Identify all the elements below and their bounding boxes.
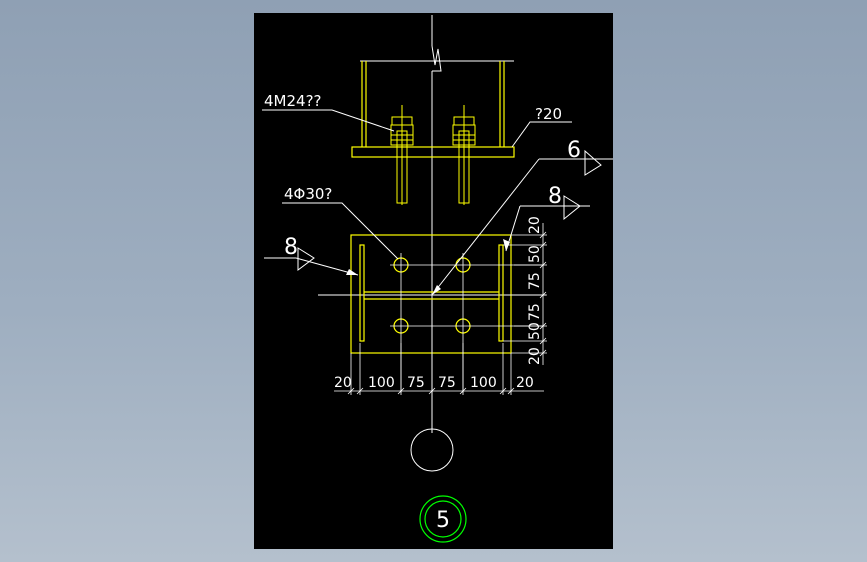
- dims-horizontal-lines: [334, 343, 544, 395]
- dim-v-1: 20: [527, 216, 543, 234]
- column-elevation: [351, 61, 515, 158]
- dim-h-3: 75: [407, 375, 425, 391]
- detail-callout-outer: [419, 495, 467, 543]
- anchor-bolt-left: [390, 105, 414, 205]
- plate-thickness-label: ?20: [535, 105, 562, 123]
- bolt-spec-label: 4M24??: [264, 92, 322, 110]
- base-plate-plan: [350, 234, 512, 354]
- weld-size-left: 8: [284, 235, 298, 260]
- dim-v-5: 50: [527, 322, 543, 340]
- weld-arrows: [346, 239, 510, 295]
- detail-number: 5: [436, 508, 450, 533]
- weld-leaders: [264, 149, 613, 296]
- dim-h-6: 20: [516, 375, 534, 391]
- dim-v-6: 20: [527, 347, 543, 365]
- drawing-sheet: 4M24?? ?20: [254, 13, 613, 549]
- hole-centerlines: [390, 253, 544, 393]
- dims-vertical-lines: [503, 223, 547, 365]
- leaders-top: [262, 109, 572, 148]
- weld-size-top: 6: [567, 138, 581, 163]
- detail-callout-inner: [424, 500, 462, 538]
- holes-spec-label: 4Φ30?: [284, 185, 332, 203]
- dim-h-4: 75: [438, 375, 456, 391]
- dim-v-4: 75: [527, 303, 543, 321]
- section-marker-circle: [410, 428, 454, 472]
- dim-h-1: 20: [334, 375, 352, 391]
- cad-drawing: 4M24?? ?20: [262, 15, 613, 543]
- weld-size-right: 8: [548, 184, 562, 209]
- anchor-bolt-right: [452, 105, 476, 205]
- dim-h-2: 100: [368, 375, 395, 391]
- dim-v-3: 75: [527, 272, 543, 290]
- dim-v-2: 50: [527, 245, 543, 263]
- dim-h-5: 100: [470, 375, 497, 391]
